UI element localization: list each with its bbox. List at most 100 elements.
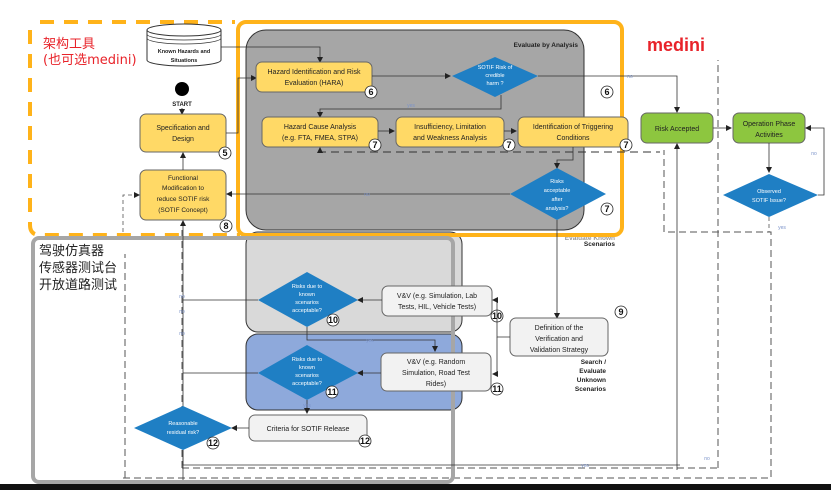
accept-after-line1: Risks: [550, 179, 564, 185]
funcmod-line4: (SOTIF Concept): [158, 207, 207, 214]
vv2-line1: V&V (e.g. Random: [407, 359, 466, 366]
box-triggering-conditions[interactable]: Identification of Triggering Conditions …: [517, 116, 633, 152]
edge-credible-no-to-risk-accepted: [538, 75, 680, 113]
itc-line2: Conditions: [556, 135, 590, 142]
decision-reasonable-residual-risk[interactable]: Reasonable residual risk? 12: [134, 406, 232, 450]
known10-line2: known: [299, 292, 315, 298]
box-vv-strategy[interactable]: Definition of the Verification and Valid…: [509, 317, 609, 357]
ilwa-line1: Insufficiency, Limitation: [414, 124, 486, 131]
vv2-line3: Rides): [426, 381, 446, 388]
step-number: 6: [368, 87, 373, 97]
step-number: 12: [360, 436, 370, 446]
accept-after-line4: analysis?: [546, 206, 569, 212]
step-number: 10: [328, 315, 338, 325]
database-label-line2: Situations: [171, 58, 198, 64]
edge-label-no: no: [179, 331, 185, 337]
step-badge: [206, 436, 220, 450]
edge-label-yes: yes: [303, 403, 311, 409]
credible-line2: credible: [485, 73, 504, 79]
hara-line1: Hazard Identification and Risk: [268, 69, 361, 76]
step-number: 7: [372, 140, 377, 150]
decision-known-scenarios-10[interactable]: Risks due to known scenarios acceptable?…: [258, 272, 358, 327]
step-number: 5: [222, 148, 227, 158]
edge-label-no: no: [811, 151, 817, 157]
ilwa-line2: and Weakness Analysis: [413, 135, 487, 142]
decision-observed-sotif-issue[interactable]: Observed SOTIF Issue?: [723, 174, 818, 217]
vv1-line1: V&V (e.g. Simulation, Lab: [397, 293, 477, 300]
box-criteria-sotif-release[interactable]: Criteria for SOTIF Release 12: [248, 414, 372, 448]
orange-dashed-frame: [28, 30, 240, 237]
region-label-unknown-line3: Unknown: [577, 377, 606, 384]
edge-spec-to-hara: [226, 75, 257, 134]
vv1-line2: Tests, HIL, Vehicle Tests): [398, 304, 476, 311]
step-badge: [325, 385, 339, 399]
decision-known-scenarios-11[interactable]: Risks due to known scenarios acceptable?…: [258, 345, 358, 400]
region-label-unknown-line2: Evaluate: [579, 368, 606, 375]
known11-line1: Risks due to: [292, 357, 322, 363]
edge-label-no: no: [179, 294, 185, 300]
step-number: 11: [327, 387, 337, 397]
region-label-unknown-line1: Search /: [581, 359, 606, 366]
step-number: 12: [208, 438, 218, 448]
box-specification-design[interactable]: Specification and Design 5: [139, 113, 232, 160]
decision-acceptable-after-analysis[interactable]: Risks acceptable after analysis?: [510, 168, 606, 220]
step-number: 11: [492, 384, 502, 394]
step-number: 6: [604, 87, 609, 97]
bottom-band: [0, 484, 831, 490]
edge-credible-yes-to-hca: [317, 95, 502, 118]
box-hazard-cause-analysis[interactable]: Hazard Cause Analysis (e.g. FTA, FMEA, S…: [261, 116, 382, 152]
step-badge: [502, 138, 516, 152]
observed-line1: Observed: [757, 189, 781, 195]
vv2-line2: Simulation, Road Test: [402, 370, 470, 377]
known11-line4: acceptable?: [292, 381, 322, 387]
step-badge: [600, 202, 614, 216]
itc-line1: Identification of Triggering: [533, 124, 613, 131]
box-functional-modification[interactable]: Functional Modification to reduce SOTIF …: [139, 169, 233, 233]
edge-label-no: no: [704, 456, 710, 462]
test-annotation-line2: 传感器测试台: [39, 261, 118, 276]
edge-database-to-hara: [221, 46, 323, 63]
step-number: 7: [623, 140, 628, 150]
edge-itc-to-accept-after: [554, 147, 574, 169]
known-hazards-database: Known Hazards and Situations: [146, 23, 222, 67]
box-insufficiency-analysis[interactable]: Insufficiency, Limitation and Weakness A…: [395, 116, 516, 152]
accept-after-line3: after: [551, 197, 562, 203]
edge-label-yes: yes: [407, 103, 415, 109]
edge-label-no: no: [179, 309, 185, 315]
box-operation-phase[interactable]: Operation Phase Activities: [732, 112, 806, 144]
edge-vvdef-to-vv1: [492, 297, 510, 338]
edge-label-yes: yes: [366, 338, 374, 344]
residual-line2: residual risk?: [167, 430, 199, 436]
step-badge: [619, 138, 633, 152]
known10-line1: Risks due to: [292, 284, 322, 290]
funcmod-line2: Modification to: [162, 185, 204, 192]
risk-accepted-label: Risk Accepted: [655, 126, 699, 133]
step-number: 9: [618, 307, 623, 317]
edge-label-no: no: [364, 192, 370, 198]
test-annotation-line3: 开放道路测试: [39, 278, 118, 293]
region-label-unknown-line4: Scenarios: [575, 386, 606, 393]
ops-line1: Operation Phase: [743, 121, 796, 128]
spec-line1: Specification and: [156, 125, 209, 132]
box-vv-unknown[interactable]: V&V (e.g. Random Simulation, Road Test R…: [380, 352, 504, 396]
known10-line3: scenarios: [295, 300, 319, 306]
hca-line1: Hazard Cause Analysis: [284, 124, 357, 131]
step-badge: [600, 85, 614, 99]
accept-after-line2: acceptable: [544, 188, 571, 194]
medini-label: medini: [647, 35, 706, 55]
box-risk-accepted[interactable]: Risk Accepted: [640, 112, 714, 144]
step-number: 7: [506, 140, 511, 150]
step-badge: [368, 138, 382, 152]
step-badge: [358, 434, 372, 448]
step-badge: [326, 313, 340, 327]
region-label-known-line2: Scenarios: [584, 241, 615, 248]
decision-credible-harm[interactable]: SOTIF Risk of credible harm ?: [452, 57, 538, 97]
criteria-label: Criteria for SOTIF Release: [267, 426, 350, 433]
step-badge: [364, 85, 378, 99]
credible-line1: SOTIF Risk of: [478, 65, 513, 71]
box-hara[interactable]: Hazard Identification and Risk Evaluatio…: [255, 61, 378, 99]
edge-label-yes: yes: [581, 463, 589, 469]
step-badge: [219, 219, 233, 233]
known10-line4: acceptable?: [292, 308, 322, 314]
